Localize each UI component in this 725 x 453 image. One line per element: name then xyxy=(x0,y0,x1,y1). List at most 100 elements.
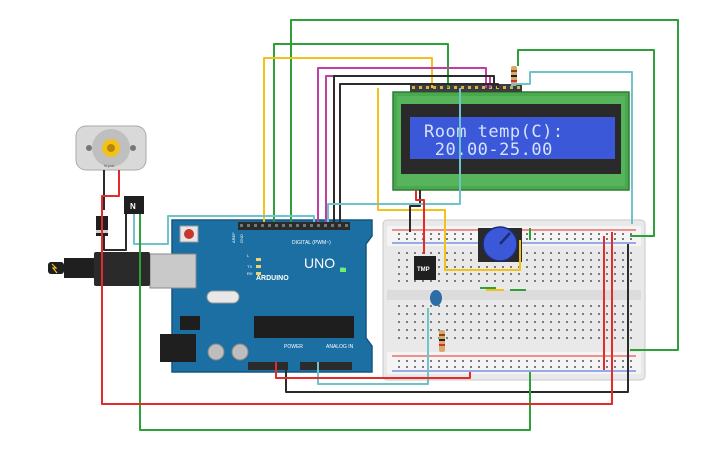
hole xyxy=(430,238,432,240)
hole xyxy=(574,360,576,362)
hole xyxy=(550,266,552,268)
hole xyxy=(590,366,592,368)
hole xyxy=(622,266,624,268)
hole xyxy=(454,321,456,323)
hole xyxy=(574,305,576,307)
hole xyxy=(275,224,278,227)
hole xyxy=(574,266,576,268)
hole xyxy=(462,238,464,240)
hole xyxy=(398,305,400,307)
hole xyxy=(398,321,400,323)
hole xyxy=(502,313,504,315)
transistor-label: N xyxy=(130,202,136,211)
resistor-breadboard xyxy=(439,330,445,352)
hole xyxy=(478,280,480,282)
lcd-pin-header xyxy=(410,84,522,92)
hole xyxy=(518,313,520,315)
arduino-model: UNO xyxy=(304,255,335,271)
hole xyxy=(606,280,608,282)
hole xyxy=(630,273,632,275)
hole xyxy=(558,366,560,368)
hole xyxy=(566,337,568,339)
hole xyxy=(254,224,257,227)
hole xyxy=(438,366,440,368)
hole xyxy=(614,273,616,275)
hole xyxy=(550,321,552,323)
hole xyxy=(622,273,624,275)
hole xyxy=(438,238,440,240)
wire-green-lcd-right xyxy=(517,49,655,237)
hole xyxy=(446,305,448,307)
hole xyxy=(590,313,592,315)
hole xyxy=(566,366,568,368)
hole xyxy=(630,305,632,307)
hole xyxy=(422,280,424,282)
hole xyxy=(462,313,464,315)
hole xyxy=(430,305,432,307)
hole xyxy=(566,233,568,235)
hole xyxy=(296,224,299,227)
hole xyxy=(614,259,616,261)
hole xyxy=(430,329,432,331)
hole xyxy=(582,366,584,368)
hole xyxy=(240,224,243,227)
hole xyxy=(582,329,584,331)
hole xyxy=(446,233,448,235)
hole xyxy=(582,337,584,339)
hole xyxy=(614,266,616,268)
hole xyxy=(630,238,632,240)
hole xyxy=(478,366,480,368)
hole xyxy=(574,337,576,339)
hole xyxy=(406,266,408,268)
hole xyxy=(406,233,408,235)
hole xyxy=(454,86,457,89)
hole xyxy=(478,329,480,331)
hole xyxy=(622,280,624,282)
hole xyxy=(446,321,448,323)
hole xyxy=(438,273,440,275)
hole xyxy=(606,366,608,368)
hole xyxy=(606,305,608,307)
hole xyxy=(454,252,456,254)
hole xyxy=(526,313,528,315)
hole xyxy=(526,305,528,307)
hole xyxy=(338,224,341,227)
hole xyxy=(622,252,624,254)
hole xyxy=(482,86,485,89)
hole xyxy=(622,305,624,307)
hole xyxy=(454,337,456,339)
analog-in-label: ANALOG IN xyxy=(326,344,354,350)
hole xyxy=(268,224,271,227)
hole xyxy=(478,273,480,275)
hole xyxy=(398,313,400,315)
hole xyxy=(406,280,408,282)
hole xyxy=(550,329,552,331)
hole xyxy=(622,360,624,362)
wire-green-top xyxy=(290,19,679,351)
hole xyxy=(430,360,432,362)
hole xyxy=(470,360,472,362)
hole xyxy=(526,273,528,275)
hole xyxy=(622,233,624,235)
hole xyxy=(542,238,544,240)
hole xyxy=(486,329,488,331)
hole xyxy=(526,259,528,261)
hole xyxy=(438,259,440,261)
wire-cyan-rs xyxy=(327,88,461,222)
wire-magenta-d5 xyxy=(317,67,487,222)
hole xyxy=(606,259,608,261)
hole xyxy=(462,252,464,254)
hole xyxy=(502,273,504,275)
hole xyxy=(454,238,456,240)
hole xyxy=(606,329,608,331)
dc-jack xyxy=(160,334,196,362)
hole xyxy=(566,280,568,282)
hole xyxy=(261,224,264,227)
hole xyxy=(534,329,536,331)
hole xyxy=(518,273,520,275)
hole xyxy=(398,280,400,282)
hole xyxy=(622,366,624,368)
hole xyxy=(534,233,536,235)
hole xyxy=(494,360,496,362)
hole xyxy=(590,259,592,261)
